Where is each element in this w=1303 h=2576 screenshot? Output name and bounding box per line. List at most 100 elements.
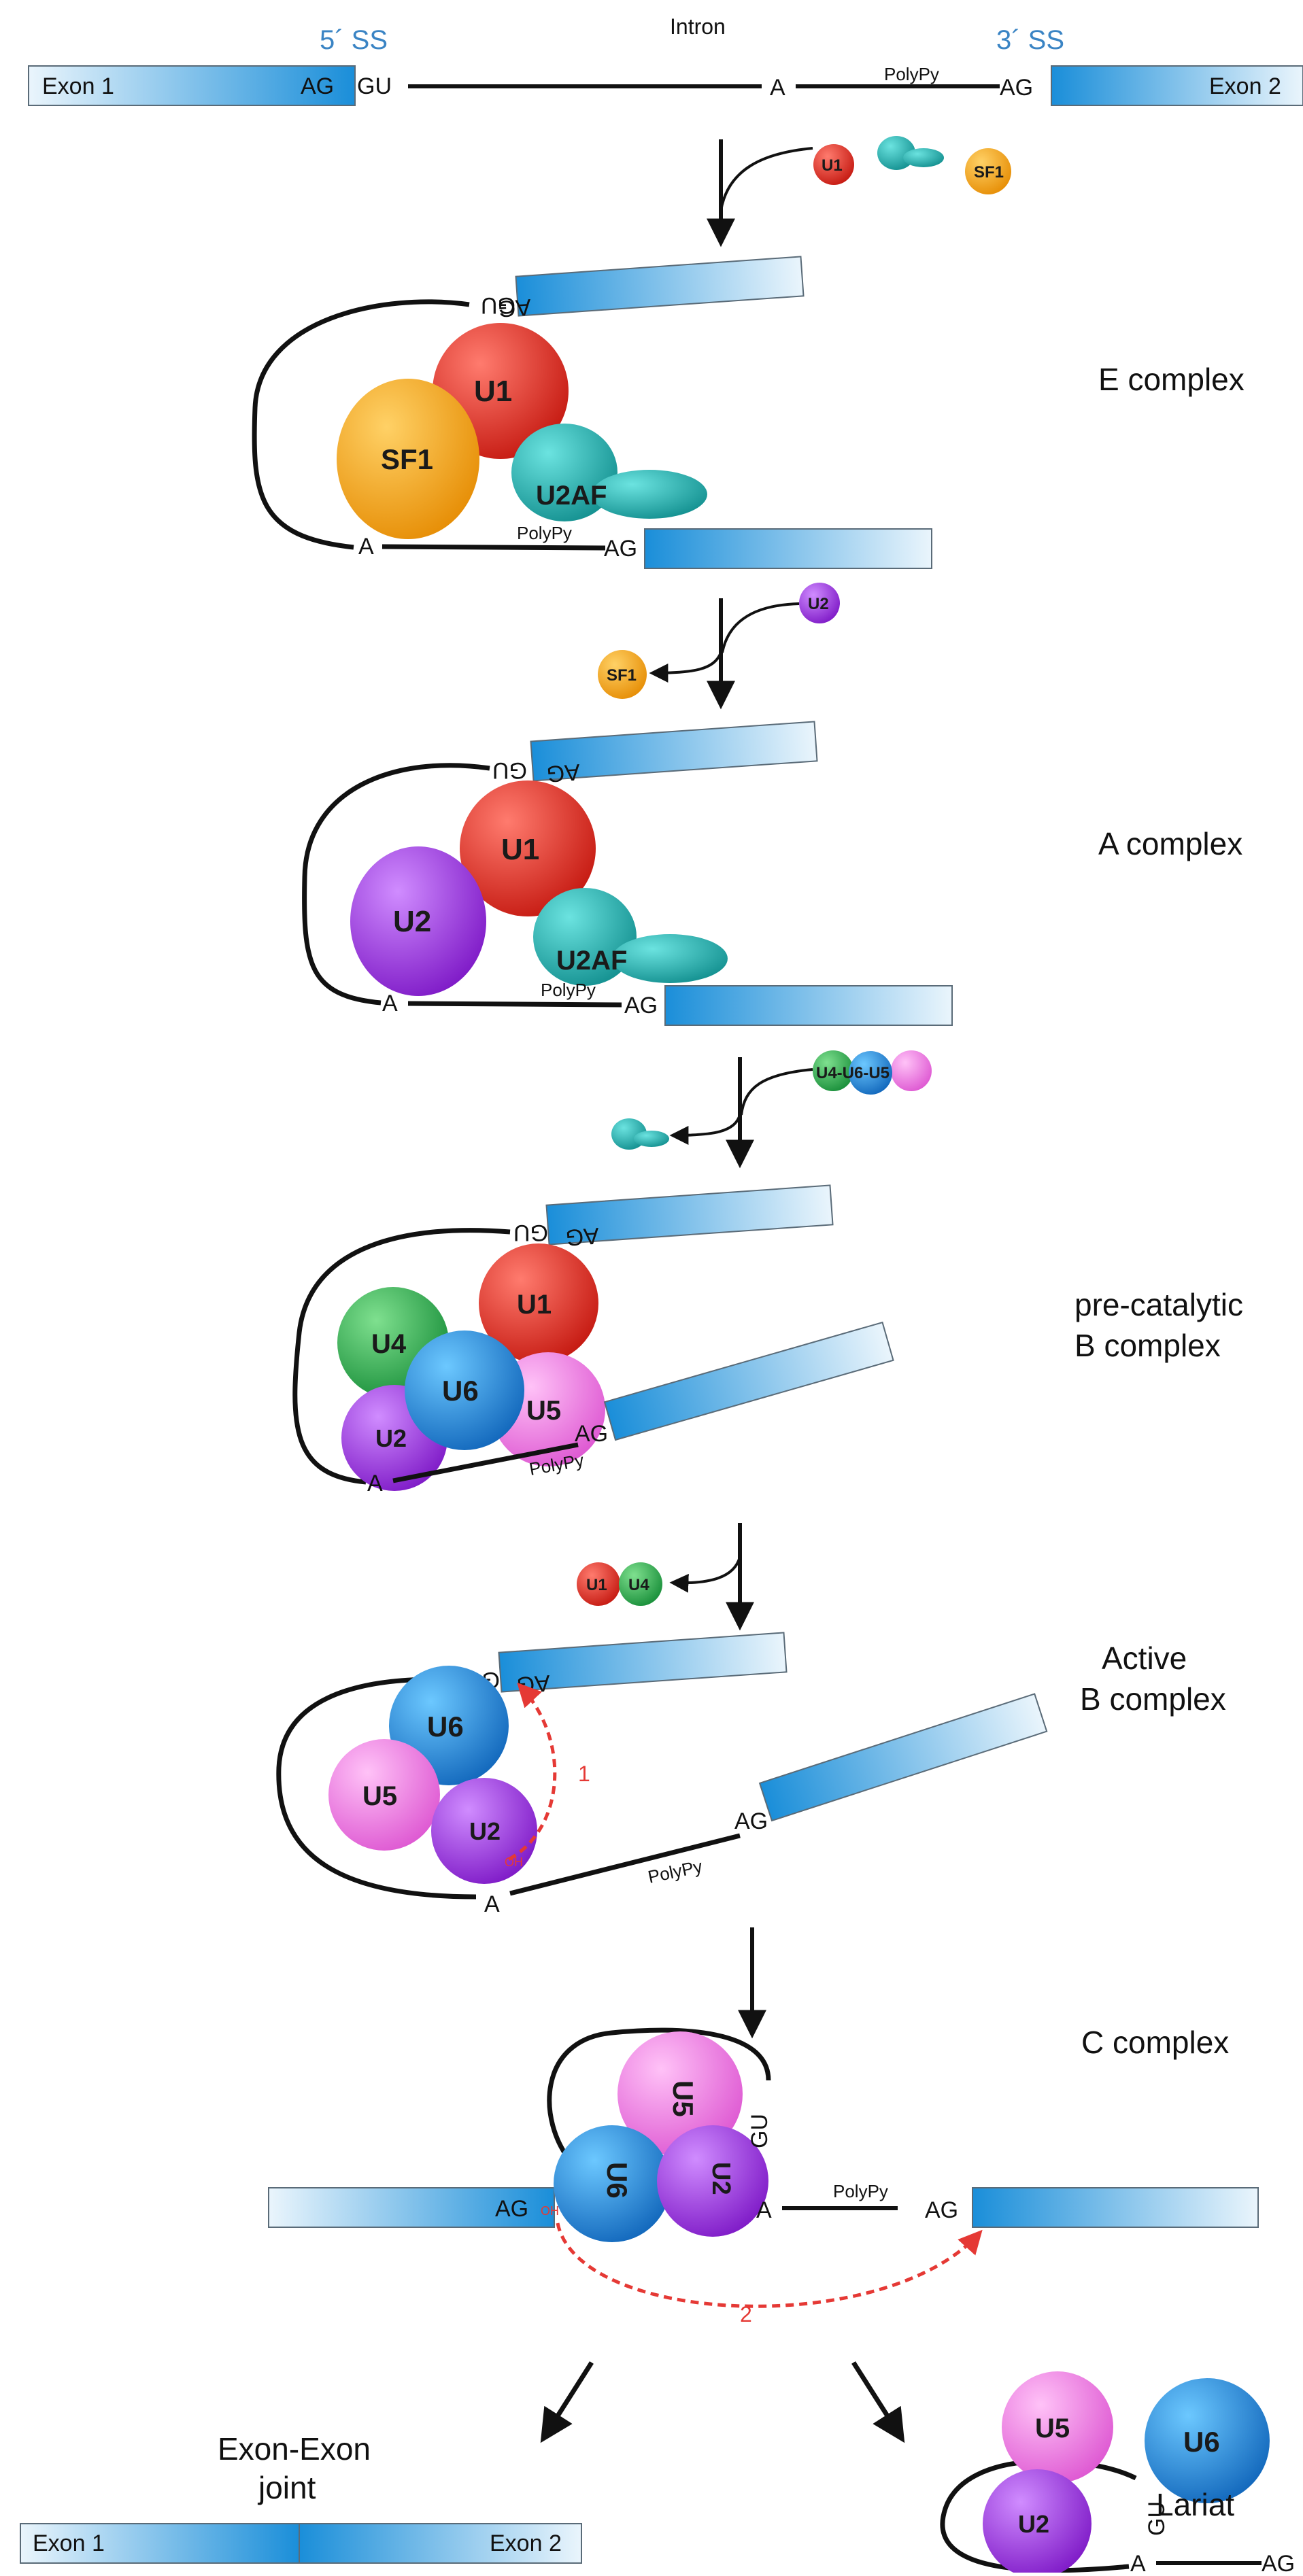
incoming-factors-1: U1 SF1 xyxy=(813,136,1011,194)
b1-intron-line xyxy=(392,1442,579,1483)
svg-text:AG: AG xyxy=(734,1808,768,1834)
step-arrow-4 xyxy=(669,1523,754,1631)
svg-text:SF1: SF1 xyxy=(607,666,637,685)
step-arrow-1 xyxy=(707,139,813,247)
svg-text:PolyPy: PolyPy xyxy=(517,523,572,543)
lariat-label: Lariat xyxy=(1156,2487,1234,2522)
joint-exon1-box xyxy=(20,2523,300,2564)
u5-small xyxy=(891,1050,932,1091)
c-u2 xyxy=(657,2125,768,2237)
svg-text:U1: U1 xyxy=(822,156,843,175)
a-u2 xyxy=(350,846,486,996)
ss3-label: 3´ SS xyxy=(996,25,1064,55)
svg-text:U1: U1 xyxy=(474,375,512,408)
a-u2af-tail xyxy=(612,934,728,983)
incoming-factors-2: U2 SF1 xyxy=(598,583,840,699)
joint-exon2-box xyxy=(299,2523,582,2564)
joint-label-line1: Exon-Exon xyxy=(218,2431,371,2467)
incoming-factors-3: U4-U6-U5 xyxy=(611,1050,932,1150)
a-exon1-box xyxy=(530,721,818,782)
polypy-label: PolyPy xyxy=(884,64,939,84)
e-sf1 xyxy=(337,379,479,539)
svg-text:U6: U6 xyxy=(601,2162,633,2199)
exon1-box xyxy=(28,65,356,106)
leaving-factors-4: U1 U4 xyxy=(577,1562,662,1606)
c-complex: AG OH U5 U6 U2 GU A PolyPy AG 2 C comple… xyxy=(268,2025,1259,2326)
b2-intron-line xyxy=(509,1833,741,1896)
svg-text:AG: AG xyxy=(624,993,658,1018)
b1-u6 xyxy=(405,1330,524,1450)
svg-text:SF1: SF1 xyxy=(974,163,1004,182)
b2-exon1-box xyxy=(498,1632,788,1693)
svg-text:A: A xyxy=(358,534,374,560)
e-u2af-tail xyxy=(592,470,707,519)
svg-text:GU: GU xyxy=(1144,2501,1170,2536)
step2-arrow xyxy=(556,2222,983,2308)
svg-text:U2AF: U2AF xyxy=(556,946,627,976)
u4-leaving xyxy=(619,1562,662,1606)
b2-u5 xyxy=(328,1739,440,1851)
u4u6u5-label: U4-U6-U5 xyxy=(816,1064,890,1082)
svg-text:AG: AG xyxy=(925,2197,958,2223)
svg-text:A: A xyxy=(382,991,398,1016)
gu-5ss-label: GU xyxy=(357,73,392,99)
svg-text:GU: GU xyxy=(747,2114,773,2148)
svg-text:PolyPy: PolyPy xyxy=(833,2181,888,2201)
step-arrow-3 xyxy=(669,1057,813,1169)
b2-exon2-box xyxy=(758,1693,1048,1822)
a-intron-loop xyxy=(302,763,490,1006)
a-complex: AG GU U1 U2 U2AF A PolyPy AG A complex xyxy=(302,721,1242,1026)
active-b-complex: AG GU U6 U5 U2 OH 1 A PolyPy AG Active B… xyxy=(276,1632,1226,1917)
c-intron-loop xyxy=(547,2027,771,2164)
e-u2af xyxy=(511,424,617,521)
b1-exon2-box xyxy=(603,1321,894,1441)
svg-text:SF1: SF1 xyxy=(381,443,433,475)
branch-a-label: A xyxy=(770,75,785,101)
step1-label: 1 xyxy=(578,1762,590,1786)
svg-text:U6: U6 xyxy=(427,1711,464,1742)
a-intron-line xyxy=(407,1001,622,1008)
svg-text:PolyPy: PolyPy xyxy=(646,1856,704,1887)
exon2-label: Exon 2 xyxy=(1209,73,1281,99)
svg-text:U4: U4 xyxy=(628,1576,649,1594)
pre-catalytic-b-complex: AG GU U1 U4 U5 U2 U6 A PolyPy AG pre-cat… xyxy=(292,1184,1243,1496)
svg-text:U2: U2 xyxy=(469,1817,501,1845)
svg-text:U2: U2 xyxy=(707,2162,735,2195)
ss5-label: 5´ SS xyxy=(320,25,388,55)
svg-text:GU: GU xyxy=(513,1220,548,1246)
spliced-mrna: Exon-Exon joint Exon 1 Exon 2 xyxy=(20,2431,582,2564)
sf1-leaving xyxy=(598,650,647,699)
lariat-u6 xyxy=(1145,2378,1270,2503)
svg-text:U2AF: U2AF xyxy=(536,481,607,511)
intron-label: Intron xyxy=(670,14,726,39)
svg-text:U6: U6 xyxy=(442,1375,479,1407)
svg-text:A: A xyxy=(756,2197,772,2223)
c-exon1-box xyxy=(268,2187,555,2228)
a-exon2-box xyxy=(664,985,953,1026)
u6-small xyxy=(849,1051,892,1095)
step2-label: 2 xyxy=(740,2302,752,2326)
exon2-box xyxy=(1051,65,1303,106)
svg-text:A: A xyxy=(367,1471,383,1496)
u1-leaving xyxy=(577,1562,620,1606)
sf1-small xyxy=(965,148,1011,194)
svg-text:AG: AG xyxy=(545,759,581,787)
svg-text:U1: U1 xyxy=(501,833,539,866)
c-complex-label: C complex xyxy=(1081,2025,1229,2060)
u4-small xyxy=(813,1050,853,1091)
u2af-leaving-tail xyxy=(634,1131,669,1147)
svg-text:U5: U5 xyxy=(667,2080,699,2117)
svg-text:U2: U2 xyxy=(393,905,431,938)
svg-text:AG: AG xyxy=(1262,2551,1295,2573)
svg-text:Exon 2: Exon 2 xyxy=(490,2530,562,2556)
exon1-label: Exon 1 xyxy=(42,73,114,99)
joint-label-line2: joint xyxy=(257,2470,316,2505)
a-u2af xyxy=(533,888,637,986)
b2-label-line1: Active xyxy=(1102,1641,1187,1676)
c-exon2-box xyxy=(972,2187,1259,2228)
svg-text:U1: U1 xyxy=(586,1576,607,1594)
svg-text:U5: U5 xyxy=(1035,2414,1070,2443)
a-complex-label: A complex xyxy=(1098,826,1242,861)
